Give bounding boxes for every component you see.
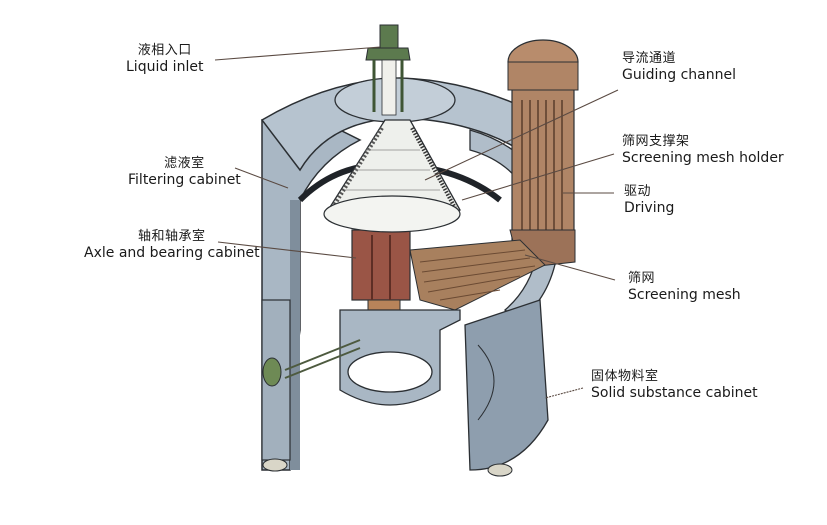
housing-left-shadow xyxy=(290,200,300,470)
label-screening-mesh: 筛网 Screening mesh xyxy=(628,271,741,303)
motor-group xyxy=(507,39,579,269)
feed-rods xyxy=(284,339,361,379)
label-en: Driving xyxy=(624,199,675,216)
label-zh: 液相入口 xyxy=(137,43,192,58)
screening-basket xyxy=(409,239,546,311)
label-en: Screening mesh xyxy=(628,286,741,303)
label-screening-mesh-holder: 筛网支撑架 Screening mesh holder xyxy=(622,134,784,166)
leader-axle-bearing xyxy=(217,241,357,259)
leader-guiding-channel xyxy=(424,89,619,181)
label-en: Screening mesh holder xyxy=(622,149,784,166)
leader-mesh-holder xyxy=(461,153,615,201)
label-en: Guiding channel xyxy=(622,66,736,83)
leader-solid-cabinet xyxy=(544,387,584,399)
valve-wheel xyxy=(262,357,282,387)
label-en: Filtering cabinet xyxy=(128,171,241,188)
inlet-pipe xyxy=(365,24,411,116)
solid-chamber-arc xyxy=(477,344,495,421)
motor-fins xyxy=(521,100,563,230)
right-foot xyxy=(487,463,513,477)
label-axle-bearing-cabinet: 轴和轴承室 Axle and bearing cabinet xyxy=(84,229,260,261)
label-zh: 筛网 xyxy=(628,271,656,286)
label-en: Liquid inlet xyxy=(126,58,204,75)
leader-lines xyxy=(214,46,619,399)
label-zh: 轴和轴承室 xyxy=(138,229,206,244)
label-guiding-channel: 导流通道 Guiding channel xyxy=(622,51,736,83)
leader-liquid-inlet xyxy=(214,46,381,61)
label-zh: 导流通道 xyxy=(622,51,677,66)
basket-body xyxy=(409,239,546,311)
left-foot xyxy=(262,458,288,472)
bearing-upper xyxy=(351,229,411,301)
discharge-opening xyxy=(347,351,433,393)
cone-rim xyxy=(323,195,461,233)
inlet-flange xyxy=(365,47,411,61)
solid-chamber xyxy=(464,299,549,471)
leader-filtering-cabinet xyxy=(234,167,289,189)
label-zh: 驱动 xyxy=(624,184,652,199)
label-en: Axle and bearing cabinet xyxy=(84,244,260,261)
label-zh: 滤液室 xyxy=(164,156,205,171)
label-zh: 固体物料室 xyxy=(591,369,659,384)
leader-screening-mesh xyxy=(524,254,616,281)
label-driving: 驱动 Driving xyxy=(624,184,675,216)
label-liquid-inlet: 液相入口 Liquid inlet xyxy=(126,43,204,75)
label-filtering-cabinet: 滤液室 Filtering cabinet xyxy=(128,156,241,188)
label-solid-substance-cabinet: 固体物料室 Solid substance cabinet xyxy=(591,369,758,401)
label-en: Solid substance cabinet xyxy=(591,384,758,401)
label-zh: 筛网支撑架 xyxy=(622,134,690,149)
motor-cap-band xyxy=(507,61,579,91)
cone-mesh-right xyxy=(410,127,457,209)
cone-group xyxy=(323,119,461,233)
